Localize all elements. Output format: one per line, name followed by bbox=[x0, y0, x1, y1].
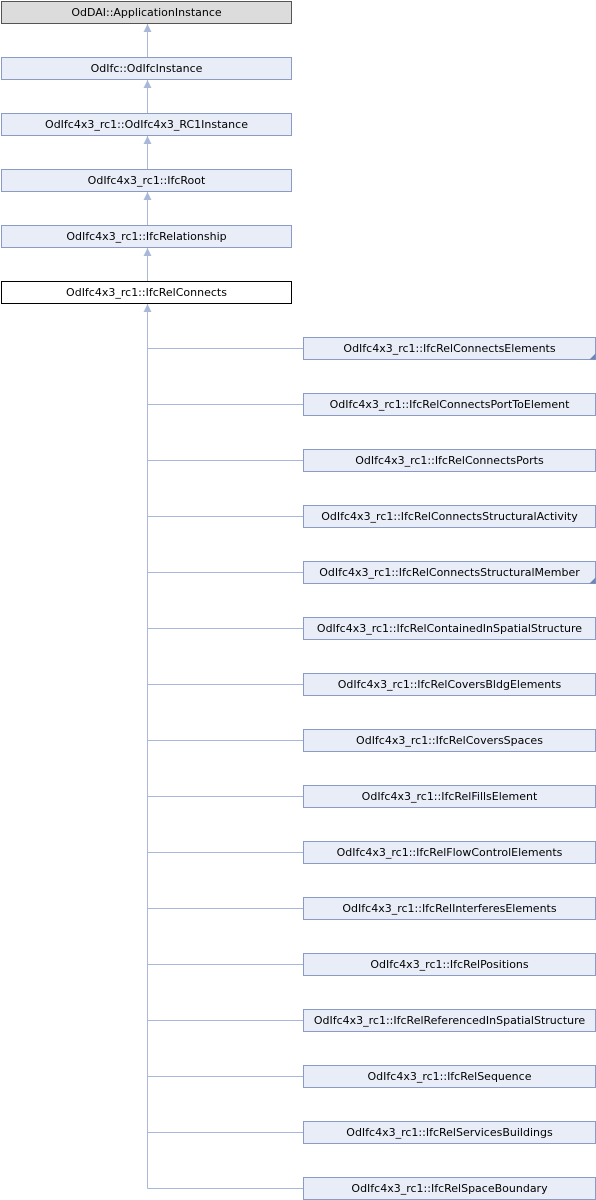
child-node-8[interactable]: OdIfc4x3_rc1::IfcRelFillsElement bbox=[303, 785, 596, 808]
child-node-11-label: OdIfc4x3_rc1::IfcRelPositions bbox=[370, 958, 529, 971]
child-node-6[interactable]: OdIfc4x3_rc1::IfcRelCoversBldgElements bbox=[303, 673, 596, 696]
current-class-node-box bbox=[1, 281, 292, 304]
ancestor-node-4[interactable]: OdIfc4x3_rc1::IfcRelationship bbox=[1, 225, 292, 248]
child-node-10[interactable]: OdIfc4x3_rc1::IfcRelInterferesElements bbox=[303, 897, 596, 920]
ancestor-node-0[interactable]: OdDAI::ApplicationInstance bbox=[1, 1, 292, 24]
current-class-node-label: OdIfc4x3_rc1::IfcRelConnects bbox=[66, 286, 227, 299]
fold-marker-icon bbox=[589, 577, 596, 584]
child-node-13[interactable]: OdIfc4x3_rc1::IfcRelSequence bbox=[303, 1065, 596, 1088]
ancestor-node-2[interactable]: OdIfc4x3_rc1::OdIfc4x3_RC1Instance bbox=[1, 113, 292, 136]
child-node-5-label: OdIfc4x3_rc1::IfcRelContainedInSpatialSt… bbox=[317, 622, 582, 635]
child-node-2[interactable]: OdIfc4x3_rc1::IfcRelConnectsPorts bbox=[303, 449, 596, 472]
child-node-1[interactable]: OdIfc4x3_rc1::IfcRelConnectsPortToElemen… bbox=[303, 393, 596, 416]
child-node-11[interactable]: OdIfc4x3_rc1::IfcRelPositions bbox=[303, 953, 596, 976]
ancestor-node-1-label: OdIfc::OdIfcInstance bbox=[91, 62, 203, 75]
inheritance-arrow-icon bbox=[143, 304, 152, 312]
ancestor-node-0-label: OdDAI::ApplicationInstance bbox=[71, 6, 222, 19]
inheritance-arrow-icon bbox=[143, 80, 152, 88]
ancestor-node-1-box bbox=[1, 57, 292, 80]
child-node-12[interactable]: OdIfc4x3_rc1::IfcRelReferencedInSpatialS… bbox=[303, 1009, 596, 1032]
inheritance-arrow-icon bbox=[143, 24, 152, 32]
fold-marker-icon bbox=[589, 353, 596, 360]
child-node-15-label: OdIfc4x3_rc1::IfcRelSpaceBoundary bbox=[351, 1182, 548, 1195]
child-node-8-label: OdIfc4x3_rc1::IfcRelFillsElement bbox=[362, 790, 538, 803]
inheritance-arrow-icon bbox=[143, 136, 152, 144]
child-node-15[interactable]: OdIfc4x3_rc1::IfcRelSpaceBoundary bbox=[303, 1177, 596, 1200]
child-node-13-label: OdIfc4x3_rc1::IfcRelSequence bbox=[368, 1070, 532, 1083]
child-node-9-label: OdIfc4x3_rc1::IfcRelFlowControlElements bbox=[337, 846, 563, 859]
child-node-7[interactable]: OdIfc4x3_rc1::IfcRelCoversSpaces bbox=[303, 729, 596, 752]
child-node-3-label: OdIfc4x3_rc1::IfcRelConnectsStructuralAc… bbox=[321, 510, 578, 523]
ancestor-node-3-box bbox=[1, 169, 292, 192]
child-node-7-label: OdIfc4x3_rc1::IfcRelCoversSpaces bbox=[356, 734, 543, 747]
ancestor-node-3-label: OdIfc4x3_rc1::IfcRoot bbox=[88, 174, 206, 187]
child-node-12-label: OdIfc4x3_rc1::IfcRelReferencedInSpatialS… bbox=[314, 1014, 586, 1027]
child-node-4[interactable]: OdIfc4x3_rc1::IfcRelConnectsStructuralMe… bbox=[303, 561, 596, 584]
ancestor-node-3[interactable]: OdIfc4x3_rc1::IfcRoot bbox=[1, 169, 292, 192]
child-node-0-label: OdIfc4x3_rc1::IfcRelConnectsElements bbox=[343, 342, 555, 355]
current-class-node[interactable]: OdIfc4x3_rc1::IfcRelConnects bbox=[1, 281, 292, 304]
child-node-1-label: OdIfc4x3_rc1::IfcRelConnectsPortToElemen… bbox=[330, 398, 571, 411]
child-node-14[interactable]: OdIfc4x3_rc1::IfcRelServicesBuildings bbox=[303, 1121, 596, 1144]
ancestor-node-4-box bbox=[1, 225, 292, 248]
inheritance-arrow-icon bbox=[143, 248, 152, 256]
inheritance-edges bbox=[143, 24, 303, 1189]
child-node-10-label: OdIfc4x3_rc1::IfcRelInterferesElements bbox=[342, 902, 556, 915]
ancestor-node-0-box bbox=[1, 1, 292, 24]
child-node-3[interactable]: OdIfc4x3_rc1::IfcRelConnectsStructuralAc… bbox=[303, 505, 596, 528]
child-node-2-label: OdIfc4x3_rc1::IfcRelConnectsPorts bbox=[355, 454, 544, 467]
inheritance-arrow-icon bbox=[143, 192, 152, 200]
ancestor-node-1[interactable]: OdIfc::OdIfcInstance bbox=[1, 57, 292, 80]
ancestor-node-2-box bbox=[1, 113, 292, 136]
child-node-9[interactable]: OdIfc4x3_rc1::IfcRelFlowControlElements bbox=[303, 841, 596, 864]
child-node-14-label: OdIfc4x3_rc1::IfcRelServicesBuildings bbox=[346, 1126, 553, 1139]
ancestor-node-4-label: OdIfc4x3_rc1::IfcRelationship bbox=[66, 230, 226, 243]
ancestor-node-2-label: OdIfc4x3_rc1::OdIfc4x3_RC1Instance bbox=[45, 118, 248, 131]
child-node-0[interactable]: OdIfc4x3_rc1::IfcRelConnectsElements bbox=[303, 337, 596, 360]
child-node-4-label: OdIfc4x3_rc1::IfcRelConnectsStructuralMe… bbox=[319, 566, 580, 579]
child-node-6-label: OdIfc4x3_rc1::IfcRelCoversBldgElements bbox=[338, 678, 562, 691]
child-node-5[interactable]: OdIfc4x3_rc1::IfcRelContainedInSpatialSt… bbox=[303, 617, 596, 640]
